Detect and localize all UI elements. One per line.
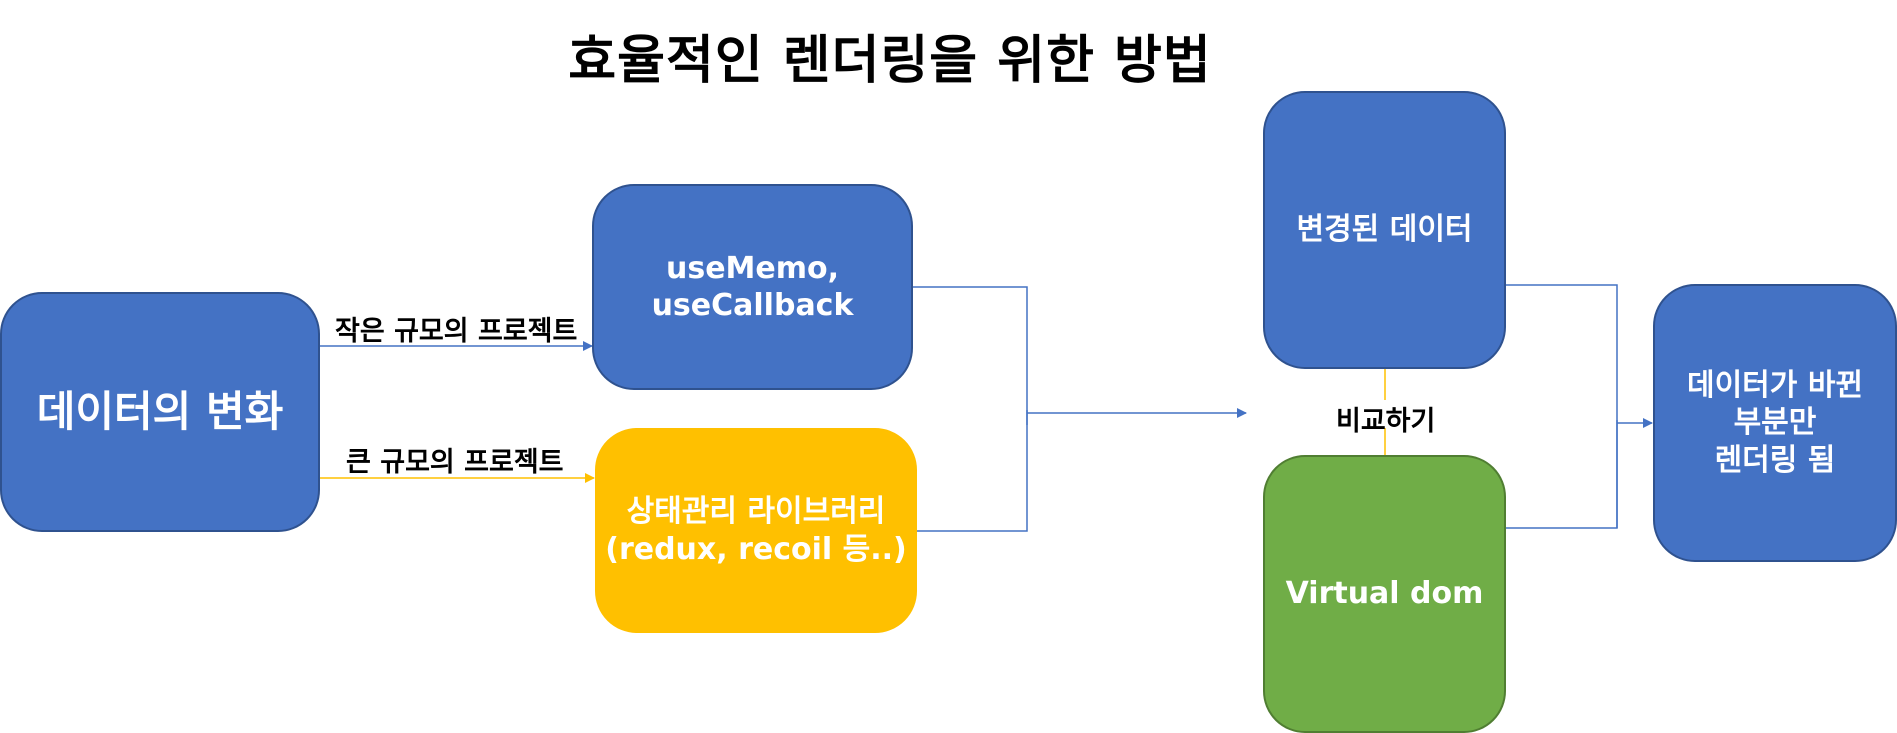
changed-data-node: 변경된 데이터 [1263, 91, 1506, 369]
compare-label: 비교하기 [1336, 406, 1436, 437]
page-title: 효율적인 렌더링을 위한 방법 [568, 31, 1212, 91]
partial-render-node: 데이터가 바뀐 부분만 렌더링 됨 [1653, 284, 1897, 562]
state-management-library-node: 상태관리 라이브러리 (redux, recoil 등..) [595, 428, 917, 633]
small-project-label: 작은 규모의 프로젝트 [335, 316, 578, 347]
data-change-node: 데이터의 변화 [0, 292, 320, 532]
large-project-label: 큰 규모의 프로젝트 [346, 447, 564, 478]
connector-virtual-dom-merge [1506, 420, 1618, 529]
connector-changed-data-merge [1506, 284, 1618, 528]
virtual-dom-node: Virtual dom [1263, 455, 1506, 733]
connector-state-lib-merge [917, 410, 1028, 532]
usememo-usecallback-node: useMemo, useCallback [592, 184, 913, 390]
connector-usememo-merge [913, 286, 1028, 425]
